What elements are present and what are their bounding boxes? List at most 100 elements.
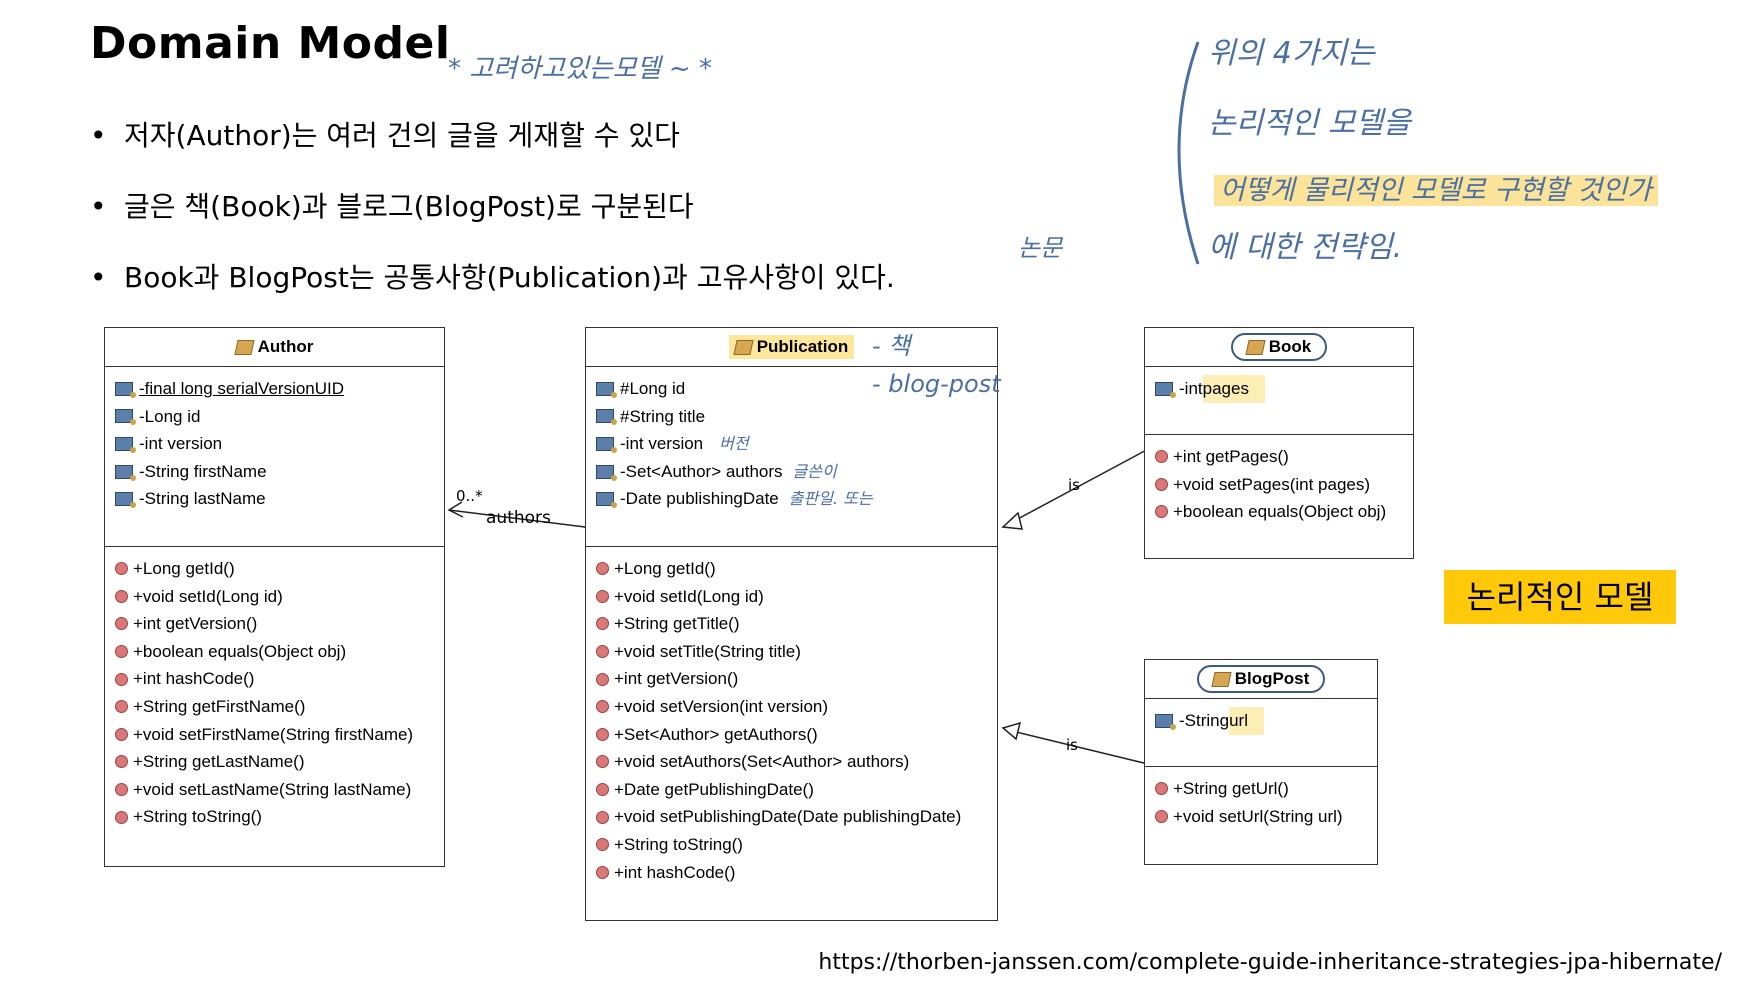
method-icon xyxy=(1155,782,1168,796)
method-icon xyxy=(596,645,609,659)
method-row: +int getVersion() xyxy=(586,665,997,693)
side-note-nonmun: 논문 xyxy=(1018,234,1063,262)
field-text: -final long serialVersionUID xyxy=(139,379,345,398)
method-row: +int getVersion() xyxy=(105,610,444,638)
class-icon xyxy=(733,339,754,355)
class-name: Author xyxy=(257,337,314,356)
field-text: -int version xyxy=(139,434,223,454)
field-row: -String firstName xyxy=(105,458,444,486)
class-name: Publication xyxy=(756,337,849,356)
method-icon xyxy=(1155,450,1168,464)
method-icon xyxy=(596,838,609,852)
method-row: +Set<Author> getAuthors() xyxy=(586,721,997,749)
method-row: +void setPublishingDate(Date publishingD… xyxy=(586,803,997,831)
method-row: +Date getPublishingDate() xyxy=(586,776,997,804)
field-icon xyxy=(115,464,136,481)
methods-section: +String getUrl() +void setUrl(String url… xyxy=(1145,767,1377,830)
method-icon xyxy=(596,672,609,686)
field-icon xyxy=(115,492,136,509)
method-row: +String getUrl() xyxy=(1145,775,1377,803)
method-icon xyxy=(596,589,609,603)
method-icon xyxy=(1155,505,1168,519)
field-row: -int pages xyxy=(1145,375,1413,403)
field-row: -String lastName xyxy=(105,485,444,513)
class-icon xyxy=(234,339,255,355)
class-book: Book -int pages +int getPages() +void se… xyxy=(1144,327,1414,559)
method-row: +boolean equals(Object obj) xyxy=(1145,498,1413,526)
title-handwritten-note: * 고려하고있는모델 ~ * xyxy=(448,54,712,84)
authors-note: 글쓴이 xyxy=(792,461,837,481)
method-row: +void setId(Long id) xyxy=(105,583,444,611)
method-row: +boolean equals(Object obj) xyxy=(105,638,444,666)
field-icon xyxy=(115,409,136,426)
field-icon xyxy=(596,381,617,398)
field-highlight: pages xyxy=(1202,375,1265,403)
method-icon xyxy=(596,810,609,824)
field-icon xyxy=(596,492,617,509)
field-text: -String firstName xyxy=(139,461,267,481)
assoc-line xyxy=(448,509,586,528)
field-icon xyxy=(596,464,617,481)
is-label-book: is xyxy=(1068,476,1080,494)
class-name-oval: BlogPost xyxy=(1196,665,1326,693)
field-icon xyxy=(115,436,136,453)
field-highlight: url xyxy=(1229,707,1264,735)
method-icon xyxy=(596,562,609,576)
field-text: -Long id xyxy=(139,406,201,426)
method-icon xyxy=(115,755,128,769)
method-row: +void setUrl(String url) xyxy=(1145,803,1377,831)
class-header: Book xyxy=(1145,328,1413,367)
class-author: Author -final long serialVersionUID -Lon… xyxy=(104,327,445,867)
methods-section: +Long getId() +void setId(Long id) +Stri… xyxy=(586,547,997,886)
method-icon xyxy=(115,645,128,659)
method-row: +void setFirstName(String firstName) xyxy=(105,721,444,749)
side-note-line1: 위의 4가지는 xyxy=(1208,36,1375,71)
side-note-line2: 논리적인 모델을 xyxy=(1208,106,1411,141)
bullet-list: 저자(Author)는 여러 건의 글을 게재할 수 있다 글은 책(Book)… xyxy=(90,118,895,331)
method-row: +String getTitle() xyxy=(586,610,997,638)
method-icon xyxy=(115,562,128,576)
publication-note-book: - 책 xyxy=(872,332,911,360)
field-row: #Long id xyxy=(586,375,997,403)
assoc-arrowhead xyxy=(447,501,464,518)
side-note-highlight: 어떻게 물리적인 모델로 구현할 것인가 xyxy=(1214,175,1658,206)
method-row: +int hashCode() xyxy=(105,665,444,693)
method-icon xyxy=(596,727,609,741)
method-row: +int getPages() xyxy=(1145,443,1413,471)
method-icon xyxy=(596,755,609,769)
class-icon xyxy=(1211,671,1232,687)
method-icon xyxy=(115,727,128,741)
method-icon xyxy=(115,810,128,824)
field-icon xyxy=(596,409,617,426)
version-note: 버전 xyxy=(719,434,749,454)
is-label-blog: is xyxy=(1066,736,1078,754)
blog-is-line xyxy=(1015,731,1153,766)
field-icon xyxy=(1155,381,1176,398)
methods-section: +int getPages() +void setPages(int pages… xyxy=(1145,435,1413,526)
date-note: 출판일. 또는 xyxy=(788,489,873,509)
method-row: +String getFirstName() xyxy=(105,693,444,721)
class-icon xyxy=(1245,339,1266,355)
method-icon xyxy=(115,672,128,686)
class-name-highlight: Publication xyxy=(728,335,855,359)
source-url-link[interactable]: https://thorben-janssen.com/complete-gui… xyxy=(818,950,1722,975)
field-icon xyxy=(1155,713,1176,730)
field-row: -Long id xyxy=(105,403,444,431)
method-row: +String getLastName() xyxy=(105,748,444,776)
role-label: authors xyxy=(486,508,551,528)
class-name: Book xyxy=(1268,337,1312,356)
logical-model-label: 논리적인 모델 xyxy=(1444,570,1676,624)
method-icon xyxy=(115,783,128,797)
method-icon xyxy=(596,783,609,797)
method-row: +void setLastName(String lastName) xyxy=(105,776,444,804)
fields-section: -final long serialVersionUID -Long id -i… xyxy=(105,367,444,547)
field-row: -final long serialVersionUID xyxy=(105,375,444,403)
method-icon xyxy=(1155,477,1168,491)
method-row: +String toString() xyxy=(105,803,444,831)
method-icon xyxy=(115,589,128,603)
side-note-line3: 어떻게 물리적인 모델로 구현할 것인가 xyxy=(1214,168,1658,207)
bullet-item: 글은 책(Book)과 블로그(BlogPost)로 구분된다 xyxy=(90,189,895,260)
